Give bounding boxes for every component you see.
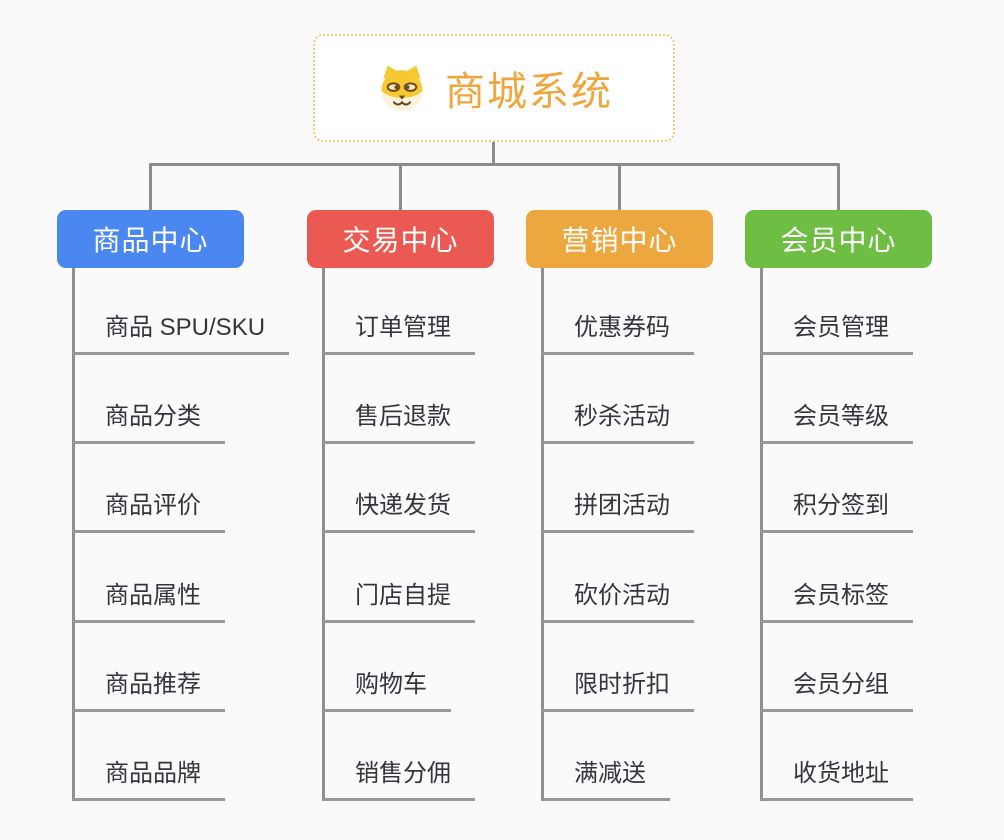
sub-item-label: 购物车 bbox=[355, 671, 427, 698]
sub-item-label: 商品评价 bbox=[105, 492, 201, 519]
branch-header-label: 会员中心 bbox=[780, 225, 897, 256]
sub-item[interactable]: 商品品牌 bbox=[73, 760, 225, 801]
branch-marketing-center: 营销中心 优惠券码 秒杀活动 拼团活动 砍价活动 限时折扣 满减送 bbox=[526, 210, 713, 801]
sub-item-label: 商品推荐 bbox=[105, 671, 201, 698]
connector-drop-trade bbox=[399, 165, 402, 210]
branch-header-label: 商品中心 bbox=[92, 225, 209, 256]
sub-item[interactable]: 购物车 bbox=[323, 671, 451, 712]
branch-trunk-line bbox=[322, 268, 325, 801]
branch-header[interactable]: 商品中心 bbox=[57, 210, 244, 268]
sub-item[interactable]: 商品 SPU/SKU bbox=[73, 314, 290, 355]
sub-item[interactable]: 会员等级 bbox=[761, 403, 913, 444]
connector-drop-member bbox=[837, 165, 840, 210]
branch-header-label: 交易中心 bbox=[342, 225, 459, 256]
root-title: 商城系统 bbox=[445, 70, 613, 114]
sub-item-label: 订单管理 bbox=[355, 314, 451, 341]
sub-item-label: 砍价活动 bbox=[574, 582, 670, 609]
branch-trunk-line bbox=[541, 268, 544, 801]
sub-item[interactable]: 订单管理 bbox=[323, 314, 475, 355]
dog-face-icon bbox=[375, 63, 429, 113]
branch-header[interactable]: 会员中心 bbox=[745, 210, 932, 268]
sub-item[interactable]: 商品分类 bbox=[73, 403, 225, 444]
branch-trade-center: 交易中心 订单管理 售后退款 快递发货 门店自提 购物车 销售分佣 bbox=[307, 210, 494, 801]
sub-item-label: 快递发货 bbox=[355, 492, 451, 519]
sub-item[interactable]: 商品推荐 bbox=[73, 671, 225, 712]
sub-item[interactable]: 砍价活动 bbox=[542, 582, 694, 623]
sub-item-label: 会员分组 bbox=[793, 671, 889, 698]
sub-item[interactable]: 售后退款 bbox=[323, 403, 475, 444]
branch-member-center: 会员中心 会员管理 会员等级 积分签到 会员标签 会员分组 收货地址 bbox=[745, 210, 932, 801]
branch-trunk-line bbox=[760, 268, 763, 801]
sub-item-label: 售后退款 bbox=[355, 403, 451, 430]
sub-item-label: 积分签到 bbox=[793, 492, 889, 519]
branch-header[interactable]: 交易中心 bbox=[307, 210, 494, 268]
sub-item[interactable]: 收货地址 bbox=[761, 760, 913, 801]
sub-item-label: 门店自提 bbox=[355, 582, 451, 609]
sub-item[interactable]: 销售分佣 bbox=[323, 760, 475, 801]
branch-product-center: 商品中心 商品 SPU/SKU 商品分类 商品评价 商品属性 商品推荐 商品品牌 bbox=[57, 210, 290, 801]
sub-item[interactable]: 快递发货 bbox=[323, 492, 475, 533]
sub-item-label: 商品品牌 bbox=[105, 760, 201, 787]
sub-item-label: 商品属性 bbox=[105, 582, 201, 609]
sub-item-label: 会员标签 bbox=[793, 582, 889, 609]
sub-item[interactable]: 限时折扣 bbox=[542, 671, 694, 712]
sub-item-label: 限时折扣 bbox=[574, 671, 670, 698]
connector-horizontal-bus bbox=[149, 163, 840, 166]
sub-item-label: 商品分类 bbox=[105, 403, 201, 430]
branch-header[interactable]: 营销中心 bbox=[526, 210, 713, 268]
sub-item[interactable]: 优惠券码 bbox=[542, 314, 694, 355]
sub-item[interactable]: 会员标签 bbox=[761, 582, 913, 623]
connector-drop-marketing bbox=[618, 165, 621, 210]
sub-item[interactable]: 满减送 bbox=[542, 760, 670, 801]
sub-item-label: 收货地址 bbox=[793, 760, 889, 787]
branch-header-label: 营销中心 bbox=[561, 225, 678, 256]
sub-item-label: 会员管理 bbox=[793, 314, 889, 341]
branch-trunk-line bbox=[72, 268, 75, 801]
sub-item[interactable]: 秒杀活动 bbox=[542, 403, 694, 444]
sub-item[interactable]: 门店自提 bbox=[323, 582, 475, 623]
sub-item-label: 会员等级 bbox=[793, 403, 889, 430]
sub-item-label: 拼团活动 bbox=[574, 492, 670, 519]
sub-item[interactable]: 会员分组 bbox=[761, 671, 913, 712]
sub-item[interactable]: 商品评价 bbox=[73, 492, 225, 533]
connector-root-drop bbox=[492, 142, 495, 166]
connector-drop-product bbox=[149, 165, 152, 210]
sub-item-label: 满减送 bbox=[574, 760, 646, 787]
sub-item-label: 秒杀活动 bbox=[574, 403, 670, 430]
sub-item-label: 商品 SPU/SKU bbox=[105, 314, 266, 341]
root-node[interactable]: 商城系统 bbox=[313, 34, 675, 142]
sub-item[interactable]: 拼团活动 bbox=[542, 492, 694, 533]
sub-item-label: 销售分佣 bbox=[355, 760, 451, 787]
sub-item[interactable]: 商品属性 bbox=[73, 582, 225, 623]
sub-item[interactable]: 积分签到 bbox=[761, 492, 913, 533]
sub-item[interactable]: 会员管理 bbox=[761, 314, 913, 355]
sub-item-label: 优惠券码 bbox=[574, 314, 670, 341]
